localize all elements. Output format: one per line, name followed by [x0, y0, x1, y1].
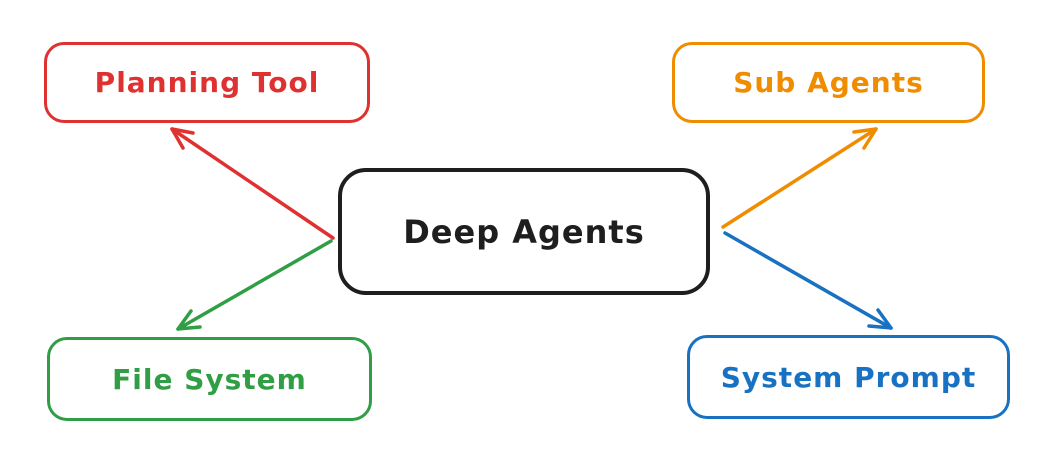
node-file-system: File System: [47, 337, 372, 421]
planning-tool-label: Planning Tool: [94, 66, 320, 99]
deep-agents-label: Deep Agents: [403, 212, 645, 251]
node-sub-agents: Sub Agents: [672, 42, 985, 123]
node-system-prompt: System Prompt: [687, 335, 1010, 419]
edge-deep-agents-to-file-system: [176, 239, 333, 331]
edge-deep-agents-to-system-prompt: [723, 231, 893, 330]
node-planning-tool: Planning Tool: [44, 42, 370, 123]
file-system-label: File System: [112, 362, 307, 396]
system-prompt-label: System Prompt: [720, 360, 977, 394]
edge-deep-agents-to-sub-agents: [721, 127, 878, 229]
sub-agents-label: Sub Agents: [733, 66, 924, 99]
edge-deep-agents-to-planning-tool: [170, 127, 335, 240]
node-deep-agents: Deep Agents: [338, 168, 710, 295]
